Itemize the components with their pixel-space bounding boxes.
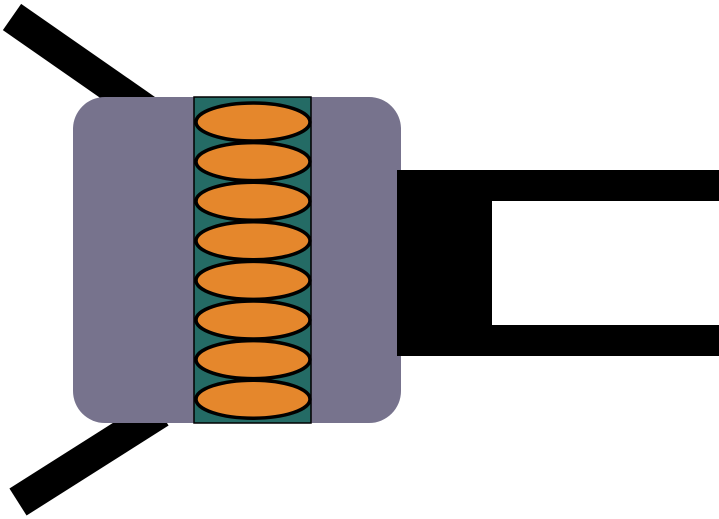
energy-cell-icon xyxy=(194,140,312,183)
energy-cell-icon xyxy=(194,220,312,262)
claw-mount-icon xyxy=(397,170,492,356)
lower-left-arm-icon xyxy=(9,398,169,516)
energy-cell-icon xyxy=(194,259,312,302)
energy-cell-icon xyxy=(194,378,312,420)
energy-cell-icon xyxy=(194,180,312,222)
lower-claw-prong-icon xyxy=(491,325,719,356)
energy-cell-icon xyxy=(194,299,312,341)
upper-claw-prong-icon xyxy=(491,170,719,201)
energy-cells-group xyxy=(194,101,312,420)
energy-cell-icon xyxy=(194,338,312,381)
energy-cell-icon xyxy=(194,101,312,143)
